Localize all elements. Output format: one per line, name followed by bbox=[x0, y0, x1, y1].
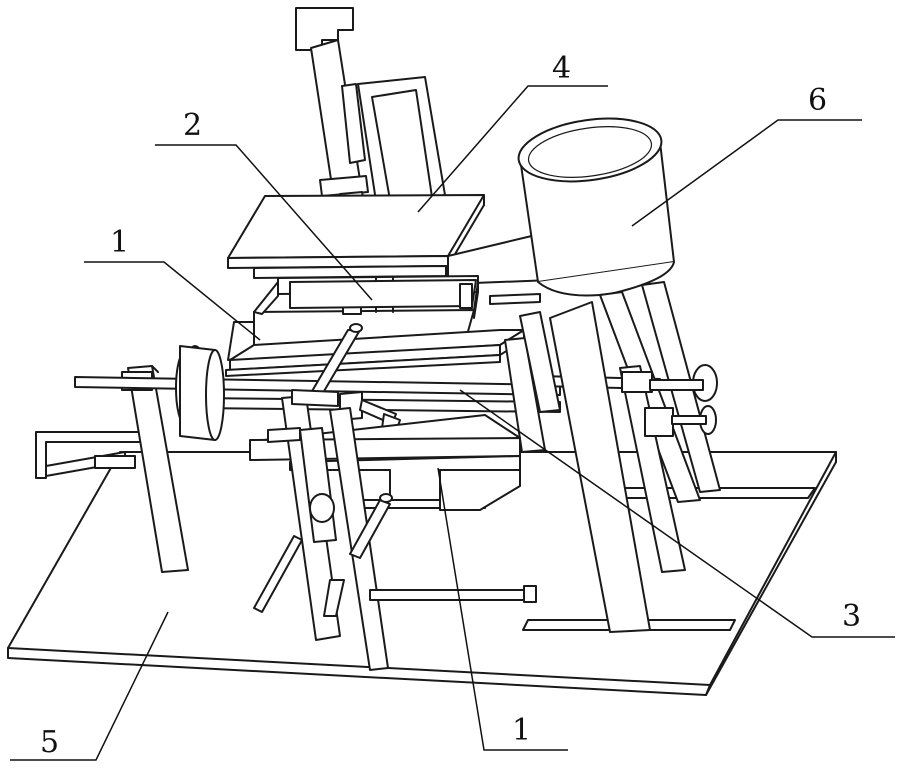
label-1-top: 1 bbox=[110, 225, 129, 260]
bucket bbox=[515, 110, 674, 295]
pulley-wheel bbox=[176, 346, 224, 440]
label-4: 4 bbox=[552, 51, 571, 86]
label-1-bottom: 1 bbox=[512, 713, 531, 748]
rear-frame bbox=[358, 77, 445, 201]
top-platform bbox=[228, 195, 484, 278]
label-3: 3 bbox=[842, 599, 861, 634]
label-5: 5 bbox=[40, 725, 59, 760]
label-2: 2 bbox=[183, 108, 202, 143]
label-6: 6 bbox=[808, 83, 827, 118]
